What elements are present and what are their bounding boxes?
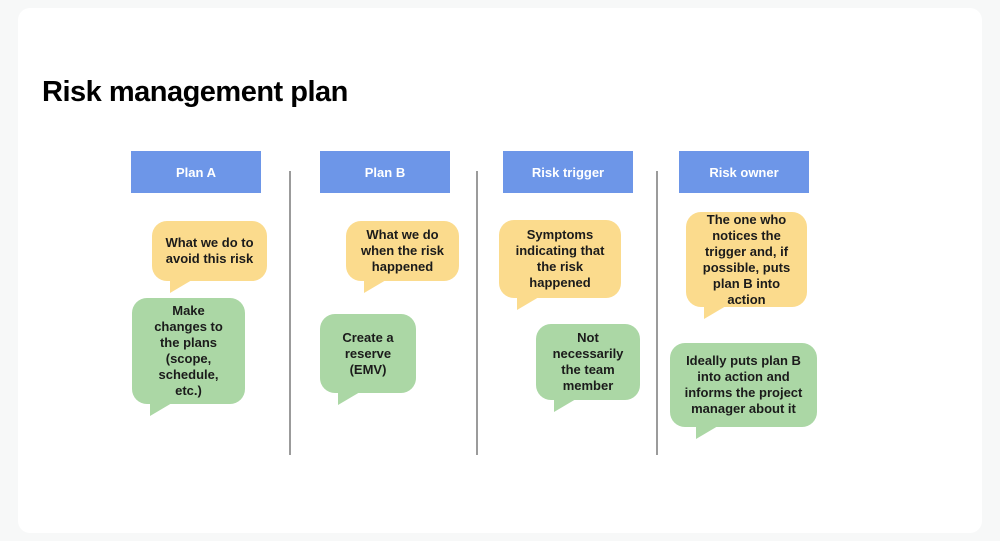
green-note-plan-b: Create a reserve (EMV) — [320, 314, 416, 405]
speech-tail — [696, 426, 718, 439]
column-header-risk-owner: Risk owner — [679, 151, 809, 193]
column-header-label: Plan B — [364, 164, 406, 180]
column-divider — [289, 171, 291, 455]
note-text: What we do when the risk happened — [360, 227, 445, 274]
column-header-risk-trigger: Risk trigger — [503, 151, 633, 193]
column-header-plan-a: Plan A — [131, 151, 261, 193]
note-text: Make changes to the plans (scope, schedu… — [154, 303, 223, 398]
yellow-note-risk-trigger: Symptoms indicating that the risk happen… — [499, 220, 621, 310]
note-text: Not necessarily the team member — [552, 330, 624, 393]
column-header-plan-b: Plan B — [320, 151, 450, 193]
speech-tail — [338, 392, 360, 405]
note-text: What we do to avoid this risk — [165, 235, 254, 266]
note-text: Ideally puts plan B into action and info… — [684, 353, 803, 416]
page-title: Risk management plan — [42, 76, 348, 109]
speech-tail — [170, 280, 192, 293]
yellow-note-plan-b: What we do when the risk happened — [346, 221, 459, 293]
column-divider — [656, 171, 658, 455]
green-note-risk-owner: Ideally puts plan B into action and info… — [670, 343, 817, 439]
speech-tail — [704, 306, 726, 319]
green-note-risk-trigger: Not necessarily the team member — [536, 324, 640, 412]
column-header-label: Risk trigger — [531, 164, 605, 180]
column-header-label: Risk owner — [709, 164, 779, 180]
speech-tail — [364, 280, 386, 293]
yellow-note-plan-a: What we do to avoid this risk — [152, 221, 267, 293]
column-header-label: Plan A — [176, 164, 216, 180]
yellow-note-risk-owner: The one who notices the trigger and, if … — [686, 211, 807, 319]
column-divider — [476, 171, 478, 455]
speech-tail — [150, 403, 172, 416]
green-note-plan-a: Make changes to the plans (scope, schedu… — [132, 298, 245, 416]
speech-tail — [554, 399, 576, 412]
note-text: Symptoms indicating that the risk happen… — [515, 227, 605, 290]
speech-tail — [517, 297, 539, 310]
note-text: The one who notices the trigger and, if … — [702, 211, 791, 307]
note-text: Create a reserve (EMV) — [342, 329, 394, 377]
